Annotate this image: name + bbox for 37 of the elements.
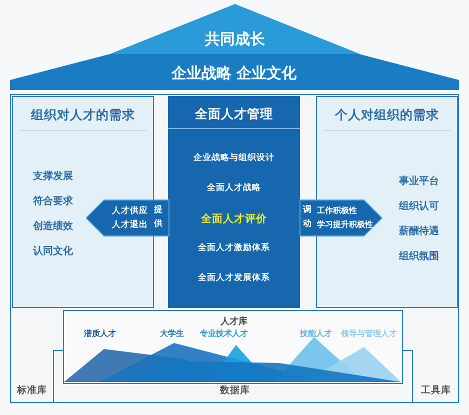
panel-heading: 全面人才管理 [195, 106, 273, 123]
list-item: 企业战略与组织设计 [194, 152, 274, 164]
list-item: 创造绩效 [33, 220, 73, 233]
panel [12, 96, 154, 308]
pool-title: 人才库 [220, 315, 248, 328]
panel [316, 96, 458, 308]
arrow-text: 学习提升积极性 [317, 219, 373, 230]
arrow-text: 工作积极性 [317, 205, 357, 216]
base-label: 工具库 [421, 384, 451, 397]
talent-label: 技能人才 [300, 328, 332, 339]
list-item: 全面人才战略 [207, 182, 261, 194]
panel-heading: 组织对人才的需求 [31, 107, 135, 124]
arrow-text: 人才退出 [112, 219, 148, 231]
talent-label: 专业技术人才 [200, 328, 248, 339]
talent-label: 领导与管理人才 [341, 328, 397, 339]
list-item: 薪酬待遇 [399, 224, 439, 238]
list-item: 组织认可 [399, 200, 439, 213]
list-item: 事业平台 [399, 174, 439, 188]
list-item: 组织氛围 [399, 250, 439, 263]
base-label: 数据库 [220, 384, 250, 397]
arrow-text: 提供 [154, 204, 164, 231]
band-title: 企业战略 企业文化 [171, 64, 297, 83]
arrow-text: 调动 [303, 204, 313, 231]
talent-label: 潜质人才 [84, 328, 116, 339]
panel-heading: 个人对组织的需求 [335, 107, 439, 124]
list-item: 全面人才激励体系 [198, 242, 270, 254]
list-item: 全面人才发展体系 [198, 272, 270, 284]
talent-pool-box [63, 310, 403, 384]
base-label: 标准库 [17, 384, 47, 397]
talent-label: 大学生 [160, 328, 184, 339]
center-panel [168, 96, 300, 308]
arrow-text: 人才供应 [112, 205, 148, 217]
list-item: 支撑发展 [33, 170, 73, 183]
list-item: 全面人才评价 [201, 212, 267, 226]
list-item: 符合要求 [33, 194, 73, 208]
list-item: 认同文化 [33, 244, 73, 258]
roof-title: 共同成长 [205, 30, 265, 49]
